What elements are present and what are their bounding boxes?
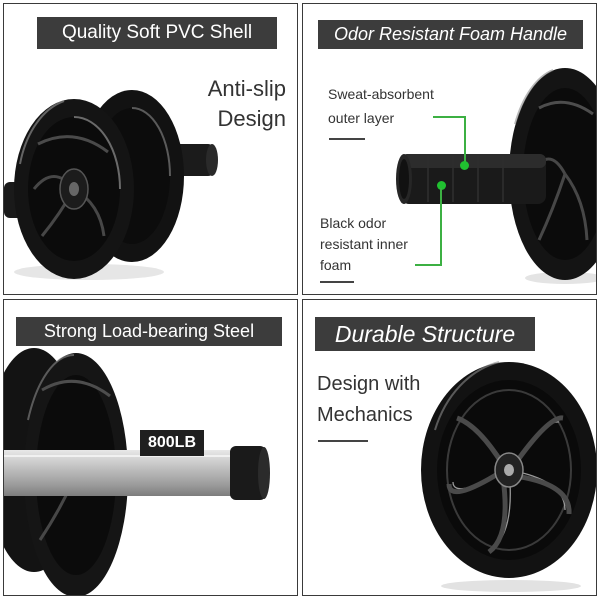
outer-layer-label-line1: Sweat-absorbent [328, 86, 434, 102]
outer-layer-marker-dot [460, 161, 469, 170]
panel-pvc-shell: Quality Soft PVC Shell Anti-slip Design [3, 3, 298, 295]
outer-layer-label-line2: outer layer [328, 110, 395, 126]
inner-foam-leader-v [440, 188, 442, 266]
ab-wheel-pvc-image [4, 90, 218, 280]
inner-foam-label-line2: resistant inner [320, 236, 408, 252]
banner-load-bearing-steel: Strong Load-bearing Steel [16, 317, 282, 346]
anti-slip-caption-line1: Anti-slip [207, 76, 286, 101]
banner-durable-structure: Durable Structure [315, 317, 535, 351]
steel-bar-image [4, 348, 270, 595]
anti-slip-caption-line2: Design [217, 106, 286, 131]
foam-handle-image [396, 68, 596, 284]
structure-caption-line2: Mechanics [317, 404, 413, 426]
banner-pvc-shell: Quality Soft PVC Shell [37, 17, 277, 49]
outer-layer-leader-h [433, 116, 465, 118]
inner-foam-marker-dot [437, 181, 446, 190]
structure-caption-rule [318, 440, 368, 442]
wheel-structure-image [421, 361, 596, 592]
inner-foam-label-line1: Black odor [320, 215, 387, 231]
inner-foam-label-line3: foam [320, 257, 352, 273]
outer-layer-rule [329, 138, 365, 140]
structure-caption-line1: Design with [317, 373, 421, 395]
load-capacity-tag: 800LB [140, 430, 204, 456]
panel-durable-structure: Durable Structure Design with Mechanics [302, 299, 597, 596]
inner-foam-rule [320, 281, 354, 283]
inner-foam-leader-h [415, 264, 442, 266]
panel-foam-handle: Odor Resistant Foam Handle Sweat-absorbe… [302, 3, 597, 295]
panel-load-bearing-steel: Strong Load-bearing Steel 800LB [3, 299, 298, 596]
outer-layer-leader-v [464, 116, 466, 166]
banner-foam-handle: Odor Resistant Foam Handle [318, 20, 583, 49]
